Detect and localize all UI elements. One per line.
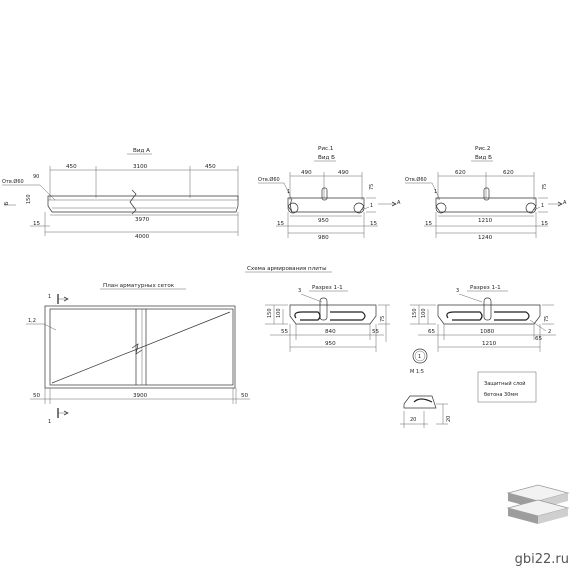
plan-dim-right: 50 — [241, 393, 249, 399]
plan-mesh-label: 1,2 — [28, 318, 36, 324]
view-a-dim-height: 150 — [26, 194, 32, 204]
section2-dim-left-1: 150 — [412, 308, 418, 318]
section2-title: Разрез 1-1 — [470, 285, 501, 291]
plan-dim-left: 50 — [33, 393, 41, 399]
fig1-hole-label: Отв.Ø60 — [258, 176, 280, 183]
fig2-marker-right: 1 — [541, 203, 544, 209]
node-detail: 1 М 1:5 20 20 — [400, 348, 452, 428]
fig1-title: Рис.1 — [318, 146, 334, 152]
section1-dim-total: 950 — [325, 341, 336, 347]
fig2-dim-right: 75 — [542, 184, 548, 190]
logo-slabs-icon — [506, 484, 570, 524]
section1-dim-left-2: 100 — [276, 308, 282, 318]
plan-title: План арматурных сеток — [103, 283, 175, 289]
section1-marker-3: 3 — [298, 288, 301, 294]
view-a-title: Вид А — [133, 148, 150, 154]
view-a-hole-label: Отв.Ø60 — [2, 178, 24, 185]
section1-dim-right: 75 — [380, 316, 386, 322]
fig2-dim-end-right: 15 — [541, 221, 549, 227]
section1-dim-bottom-3: 55 — [372, 329, 380, 335]
fig2-dim-top-2: 620 — [503, 170, 514, 176]
note-line-1: Защитный слой — [484, 380, 525, 387]
note-line-2: бетона 30мм — [484, 392, 518, 398]
fig1-dim-end-right: 15 — [370, 221, 378, 227]
fig2-view: Рис.2 Вид Б 620 620 Отв.Ø60 75 1 1 А 121… — [405, 146, 567, 241]
fig1-dim-inner: 950 — [318, 218, 329, 224]
section2-dim-left-2: 100 — [421, 308, 427, 318]
section-2: Разрез 1-1 3 2 150 100 75 65 1080 65 121… — [410, 285, 556, 352]
plan-dim-middle: 3900 — [133, 393, 148, 399]
section1-title: Разрез 1-1 — [312, 285, 343, 291]
view-a-dim-top-1: 450 — [66, 164, 77, 170]
fig1-marker-right: 1 — [370, 203, 373, 209]
view-a-dim-end: 15 — [33, 221, 41, 227]
section1-dim-bottom-1: 55 — [281, 329, 289, 335]
node-label: 1 — [418, 354, 421, 360]
fig2-marker-left: 1 — [434, 189, 437, 195]
mesh-plan: План арматурных сеток 1 1,2 50 3900 50 1 — [26, 283, 250, 425]
section2-dim-total: 1210 — [482, 341, 497, 347]
fig2-dim-total: 1240 — [478, 235, 493, 241]
fig1-dim-total: 980 — [318, 235, 329, 241]
section1-dim-left-1: 150 — [267, 308, 273, 318]
fig1-view: Рис.1 Вид Б 490 490 Отв.Ø60 75 1 1 А 950… — [258, 146, 401, 241]
view-a-dim-top-3: 450 — [205, 164, 216, 170]
section2-marker-2: 2 — [548, 329, 551, 335]
fig1-subtitle: Вид Б — [318, 155, 335, 161]
fig1-dim-top-1: 490 — [301, 170, 312, 176]
node-dim-1: 20 — [410, 417, 416, 423]
fig2-subtitle: Вид Б — [475, 155, 492, 161]
fig2-title: Рис.2 — [475, 146, 490, 152]
section1-dim-bottom-2: 840 — [325, 329, 336, 335]
fig1-dim-top-2: 490 — [338, 170, 349, 176]
plan-section-mark-top: 1 — [48, 294, 51, 300]
section-1: Разрез 1-1 3 150 100 75 55 840 55 950 — [265, 285, 390, 352]
fig2-dim-end-left: 15 — [425, 221, 433, 227]
view-a-dim-side: 90 — [33, 174, 39, 180]
section2-dim-bottom-3: 65 — [535, 336, 543, 342]
view-a: Вид А 450 3100 450 Отв.Ø60 90 150 Б 3970… — [2, 148, 239, 240]
section2-dim-bottom-2: 1080 — [480, 329, 495, 335]
fig2-dim-top-1: 620 — [455, 170, 466, 176]
fig1-dim-right: 75 — [369, 184, 375, 190]
scheme-title: Схема армирования плиты — [247, 266, 327, 272]
section2-dim-right: 75 — [544, 316, 550, 322]
watermark-text: gbi22.ru — [514, 552, 569, 567]
fig2-arrow-label: А — [563, 200, 567, 206]
fig1-arrow-label: А — [397, 200, 401, 206]
view-a-dim-bottom: 3970 — [135, 217, 150, 223]
section2-dim-bottom-1: 65 — [428, 329, 436, 335]
fig1-dim-end-left: 15 — [277, 221, 285, 227]
node-dim-2: 20 — [446, 416, 452, 422]
view-a-dim-top-2: 3100 — [133, 164, 148, 170]
section2-marker-3: 3 — [456, 288, 459, 294]
fig2-dim-inner: 1210 — [478, 218, 493, 224]
fig1-marker-left: 1 — [287, 189, 290, 195]
view-a-dim-total: 4000 — [135, 234, 150, 240]
fig2-hole-label: Отв.Ø60 — [405, 176, 427, 183]
note-box: Защитный слой бетона 30мм — [477, 371, 537, 403]
node-scale: М 1:5 — [410, 369, 424, 375]
view-a-label-left: Б — [4, 201, 10, 205]
plan-section-mark-bottom: 1 — [48, 419, 51, 425]
